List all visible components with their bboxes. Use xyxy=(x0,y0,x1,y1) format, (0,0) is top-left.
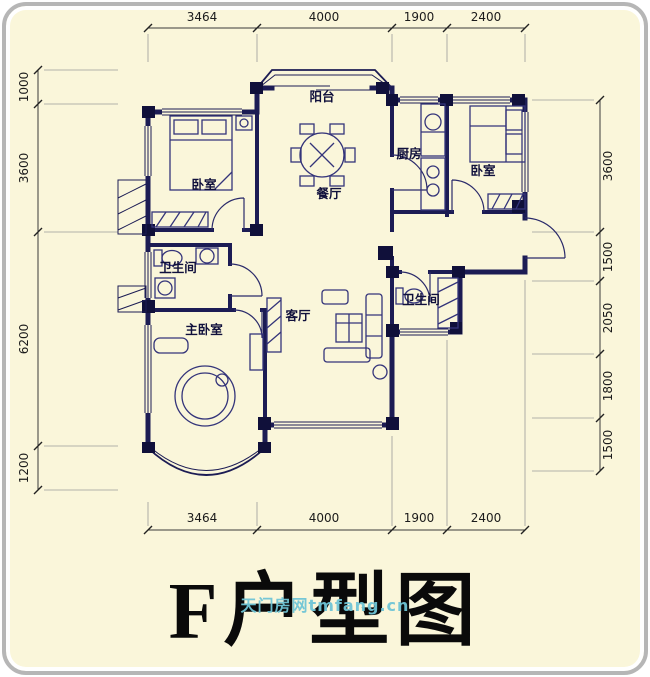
label-bedroom-left: 卧室 xyxy=(191,177,217,192)
label-living: 客厅 xyxy=(284,308,311,323)
label-kitchen: 厨房 xyxy=(396,146,421,161)
dim-bottom-3: 1900 xyxy=(404,511,435,525)
dim-right-3: 2050 xyxy=(601,303,615,334)
dim-bottom-1: 3464 xyxy=(187,511,218,525)
dim-top-1: 3464 xyxy=(187,10,218,24)
columns xyxy=(142,82,525,453)
dimension-bottom: 3464 4000 1900 2400 xyxy=(143,511,530,535)
dim-bottom-2: 4000 xyxy=(309,511,340,525)
room-labels: 阳台 卧室 餐厅 厨房 卧室 卫生间 客厅 卫生间 主卧室 xyxy=(159,89,496,337)
bedroom-left-door xyxy=(211,197,245,231)
label-bath-right: 卫生间 xyxy=(402,292,440,307)
dim-left-2: 3600 xyxy=(17,153,31,184)
interior-walls xyxy=(146,98,527,427)
bath-left-door xyxy=(229,263,263,297)
plan-title: F户型图 xyxy=(168,568,482,656)
watermark-text: 天门房网tmfang.cn xyxy=(240,596,410,615)
label-dining: 餐厅 xyxy=(315,186,342,201)
label-balcony: 阳台 xyxy=(309,89,334,104)
dim-right-2: 1500 xyxy=(601,242,615,273)
dim-top-2: 4000 xyxy=(309,10,340,24)
dim-bottom-4: 2400 xyxy=(471,511,502,525)
dim-left-4: 1200 xyxy=(17,453,31,484)
doors xyxy=(211,154,566,339)
label-bath-left: 卫生间 xyxy=(159,260,197,275)
balcony-walls xyxy=(256,69,393,91)
shafts xyxy=(117,179,147,313)
dim-top-3: 1900 xyxy=(404,10,435,24)
bath-right-door xyxy=(399,271,431,303)
dimension-top: 3464 4000 1900 2400 xyxy=(143,10,530,33)
dimension-right: 3600 1500 2050 1800 1500 xyxy=(595,95,615,476)
windows xyxy=(144,96,529,429)
label-master: 主卧室 xyxy=(185,322,223,337)
dim-right-4: 1800 xyxy=(601,371,615,402)
dim-left-3: 6200 xyxy=(17,324,31,355)
exterior-walls xyxy=(145,85,528,476)
dim-right-1: 3600 xyxy=(601,151,615,182)
label-bedroom-right: 卧室 xyxy=(470,163,496,178)
dim-right-5: 1500 xyxy=(601,430,615,461)
dimension-left: 1000 3600 6200 1200 xyxy=(17,65,43,495)
furniture xyxy=(151,103,526,427)
dim-left-1: 1000 xyxy=(17,72,31,103)
bedroom-right-door xyxy=(451,179,485,213)
extension-lines xyxy=(44,34,594,526)
floorplan-drawing: 3464 4000 1900 2400 3464 4000 1900 2400 … xyxy=(17,10,615,535)
bay-window xyxy=(147,447,266,476)
entry-door xyxy=(524,217,566,259)
dim-top-4: 2400 xyxy=(471,10,502,24)
